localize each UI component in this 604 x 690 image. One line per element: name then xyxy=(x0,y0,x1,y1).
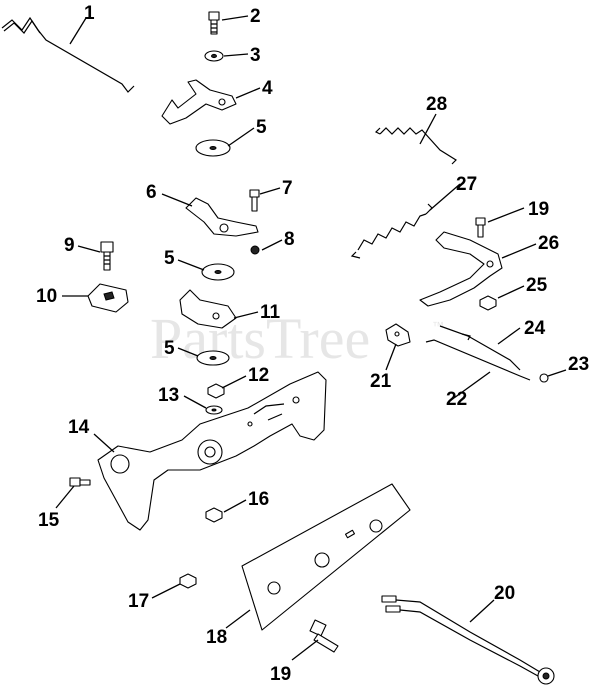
part-23-screw[interactable] xyxy=(539,373,549,383)
callout-15[interactable]: 15 xyxy=(38,510,60,531)
part-9-bolt[interactable] xyxy=(100,241,114,271)
part-14-bracket[interactable] xyxy=(97,371,327,531)
part-5-washer-low[interactable] xyxy=(196,350,230,366)
callout-19-top[interactable]: 19 xyxy=(528,199,549,220)
part-8-nut[interactable] xyxy=(250,245,260,255)
callout-5-top[interactable]: 5 xyxy=(256,117,267,138)
part-27-spring[interactable] xyxy=(350,203,433,259)
part-26-bracket[interactable] xyxy=(419,231,503,307)
part-3-washer[interactable] xyxy=(204,50,224,62)
callout-19-bottom[interactable]: 19 xyxy=(270,664,291,685)
part-19-screw-bottom[interactable] xyxy=(309,619,339,653)
part-1-rod[interactable] xyxy=(1,16,135,93)
part-6-lever[interactable] xyxy=(185,197,259,237)
callout-5-mid[interactable]: 5 xyxy=(164,248,175,269)
part-18-panel[interactable] xyxy=(241,483,411,631)
callout-17[interactable]: 17 xyxy=(128,591,149,612)
callout-11[interactable]: 11 xyxy=(260,302,281,323)
part-5-washer-top[interactable] xyxy=(195,139,231,157)
watermark-trademark: ™ xyxy=(432,319,444,333)
callout-9[interactable]: 9 xyxy=(64,235,75,256)
callout-4[interactable]: 4 xyxy=(262,78,273,99)
part-7-screw[interactable] xyxy=(249,189,260,212)
callout-28[interactable]: 28 xyxy=(426,94,447,115)
part-28-spring[interactable] xyxy=(374,127,457,165)
part-24-rod[interactable] xyxy=(439,325,521,371)
callout-18[interactable]: 18 xyxy=(206,627,227,648)
part-19-screw-top[interactable] xyxy=(475,217,486,238)
callout-10[interactable]: 10 xyxy=(36,286,57,307)
part-22-rod[interactable] xyxy=(425,339,531,381)
part-2-screw[interactable] xyxy=(208,11,220,35)
callout-3[interactable]: 3 xyxy=(250,45,261,66)
part-10-clip[interactable] xyxy=(87,283,129,313)
part-21-bracket[interactable] xyxy=(385,323,411,347)
callout-7[interactable]: 7 xyxy=(282,178,293,199)
part-12-nut[interactable] xyxy=(207,383,225,399)
callout-6[interactable]: 6 xyxy=(146,182,157,203)
callout-8[interactable]: 8 xyxy=(284,229,295,250)
callout-20[interactable]: 20 xyxy=(494,583,515,604)
part-16-nut[interactable] xyxy=(205,507,223,523)
part-5-washer-mid[interactable] xyxy=(201,263,235,281)
callout-13[interactable]: 13 xyxy=(158,385,179,406)
callout-27[interactable]: 27 xyxy=(456,174,477,195)
callout-labels: 1 2 3 4 5 6 7 8 9 10 5 11 5 12 13 14 15 … xyxy=(36,3,589,685)
callout-26[interactable]: 26 xyxy=(538,233,559,254)
callout-22[interactable]: 22 xyxy=(446,389,467,410)
callout-24[interactable]: 24 xyxy=(524,318,546,339)
callout-25[interactable]: 25 xyxy=(526,275,548,296)
callout-12[interactable]: 12 xyxy=(248,365,269,386)
leader-lines xyxy=(55,15,567,661)
part-13-washer[interactable] xyxy=(205,405,223,415)
callout-14[interactable]: 14 xyxy=(68,417,90,438)
part-20-harness[interactable] xyxy=(381,595,555,685)
callout-23[interactable]: 23 xyxy=(568,354,589,375)
part-17-nut[interactable] xyxy=(179,573,197,589)
callout-5-low[interactable]: 5 xyxy=(164,338,175,359)
part-15-screw[interactable] xyxy=(69,477,91,487)
part-25-nut[interactable] xyxy=(479,295,497,311)
callout-21[interactable]: 21 xyxy=(370,371,392,392)
part-4-lever[interactable] xyxy=(161,79,237,125)
callout-1[interactable]: 1 xyxy=(84,3,95,24)
callout-2[interactable]: 2 xyxy=(250,6,261,27)
callout-16[interactable]: 16 xyxy=(248,489,269,510)
